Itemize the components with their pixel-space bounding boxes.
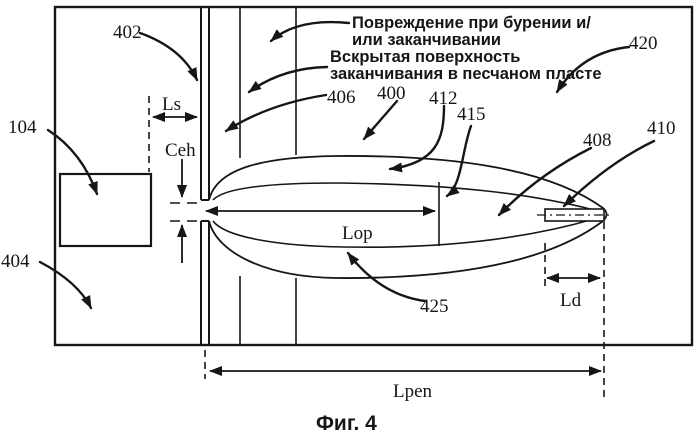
wellbore-casing-lines [200,8,210,344]
ceh-gap-marks [170,202,197,222]
leader-400 [362,99,399,141]
label-400: 400 [377,83,406,104]
label-425: 425 [420,296,449,317]
leader-420 [555,45,631,94]
label-406: 406 [327,87,356,108]
annotation-exposed-surface-line1: Вскрытая поверхность [330,48,520,66]
leader-425 [346,251,427,303]
leader-104 [46,128,99,196]
dim-label-ls: Ls [162,94,181,115]
label-408: 408 [583,130,612,151]
dim-label-lop: Lop [342,223,373,244]
leader-408 [497,146,593,217]
label-412: 412 [429,88,458,109]
label-415: 415 [457,104,486,125]
dim-label-ld: Ld [560,290,582,311]
label-104: 104 [8,117,37,138]
leader-402 [138,31,199,82]
leader-drilling-damage [269,20,351,43]
leader-404 [38,260,93,310]
leader-exposed-surface [247,65,329,94]
annotation-drilling-damage-line1: Повреждение при бурении и/ [352,14,591,32]
figure-caption: Фиг. 4 [316,412,377,435]
leader-406 [224,93,328,133]
leader-410 [562,139,656,208]
label-420: 420 [629,33,658,54]
annotation-exposed-surface-line2: заканчивания в песчаном пласте [330,65,602,83]
label-410: 410 [647,118,676,139]
leader-412 [388,104,446,173]
label-404: 404 [1,251,30,272]
dim-label-lpen: Lpen [393,381,433,402]
annotation-drilling-damage-line2: или заканчивании [352,31,501,49]
leader-415 [445,124,473,198]
formation-outline-box [53,5,694,347]
label-402: 402 [113,22,142,43]
perforating-gun-box [58,172,153,248]
dim-label-ceh: Ceh [165,140,196,161]
tunnel-outer-curve [208,155,608,279]
